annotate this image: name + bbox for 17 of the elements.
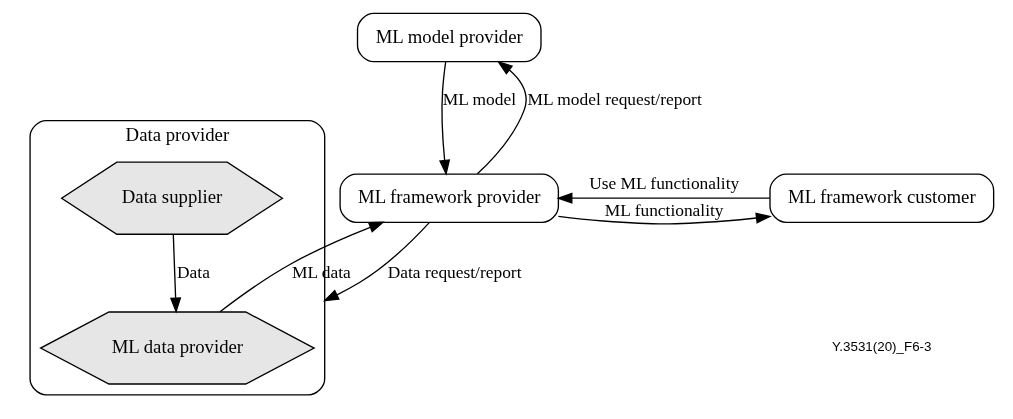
arrow [322,221,431,302]
arrow [556,192,771,204]
edge-label: Data request/report [387,261,522,282]
arrow [439,61,451,176]
arrow [169,233,182,314]
edge-label: ML functionality [604,200,724,221]
node-box: ML model provider [356,12,542,63]
edge-label: Data [177,261,210,282]
edge-label: ML model [442,89,517,110]
arrow [476,60,527,175]
arrow [557,212,772,225]
node-box: ML framework provider [339,173,560,223]
label: Y.3531(20)_F6-3 [832,339,932,355]
edge-label: ML model request/report [527,89,702,110]
edge-label: Use ML functionality [589,173,740,194]
node-box: ML framework customer [769,173,995,223]
arrow [219,221,385,313]
